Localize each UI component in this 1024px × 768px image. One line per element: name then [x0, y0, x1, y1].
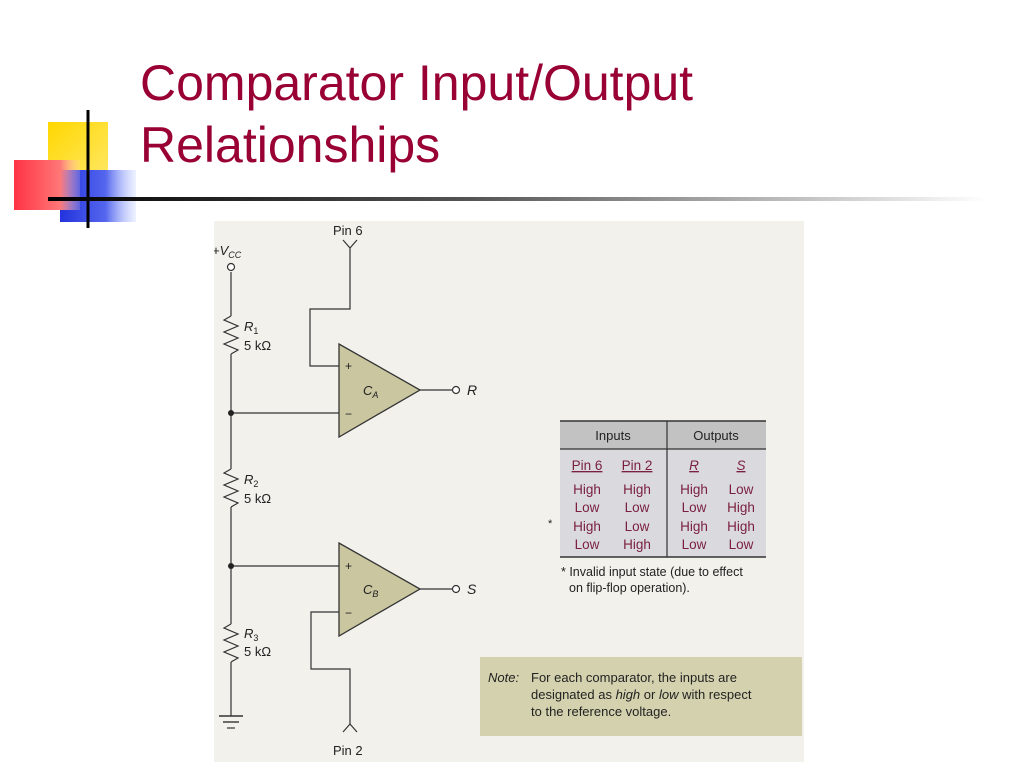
note-line2: designated as high or low with respect [531, 687, 752, 702]
output-s-terminal [451, 584, 461, 594]
table-cell: Low [729, 537, 754, 552]
table-cell: Low [682, 500, 707, 515]
table-footnote-line2: on flip-flop operation). [569, 581, 690, 595]
table-cell: Low [625, 519, 650, 534]
comparator-b-minus: − [345, 606, 352, 620]
r3-value: 5 kΩ [244, 644, 271, 659]
vcc-label: +VCC [214, 243, 242, 260]
comparator-b-plus: + [345, 559, 352, 573]
table-header-background [560, 421, 766, 449]
slide-title: Comparator Input/Output Relationships [140, 52, 693, 176]
resistor-r3 [222, 623, 240, 663]
table-footnote-line1: * Invalid input state (due to effect [561, 565, 743, 579]
r1-value: 5 kΩ [244, 338, 271, 353]
note-box: Note: For each comparator, the inputs ar… [480, 657, 802, 736]
resistor-r1 [222, 315, 240, 355]
table-header-inputs: Inputs [595, 428, 631, 443]
comparator-a [338, 342, 422, 439]
vcc-terminal [226, 262, 236, 272]
output-r-label: R [467, 382, 477, 398]
pin2-label: Pin 2 [333, 743, 363, 758]
table-cell: Low [682, 537, 707, 552]
table-col-pin6: Pin 6 [572, 458, 603, 473]
table-cell: Low [575, 500, 600, 515]
table-cell: Low [625, 500, 650, 515]
r2-label: R2 [244, 472, 258, 489]
table-col-r: R [689, 458, 699, 473]
table-cell: High [680, 482, 708, 497]
truth-table: Inputs Outputs Pin 6 Pin 2 R S High High… [548, 420, 766, 595]
table-col-s: S [736, 458, 745, 473]
table-col-pin2: Pin 2 [622, 458, 653, 473]
table-cell: Low [729, 482, 754, 497]
table-cell: High [680, 519, 708, 534]
junction-node-a [228, 410, 234, 416]
comparator-a-plus: + [345, 359, 352, 373]
comparator-a-minus: − [345, 407, 352, 421]
note-label: Note: [488, 670, 519, 685]
table-cell: Low [575, 537, 600, 552]
table-body-background [560, 449, 766, 557]
slide-title-line1: Comparator Input/Output [140, 55, 694, 111]
pin2-terminal [342, 723, 358, 733]
title-underline [48, 197, 988, 201]
note-line1: For each comparator, the inputs are [531, 670, 737, 685]
slide-title-line2: Relationships [140, 117, 441, 173]
table-cell: High [727, 500, 755, 515]
junction-node-b [228, 563, 234, 569]
table-cell: High [623, 537, 651, 552]
comparator-b [338, 541, 422, 638]
table-cell: High [727, 519, 755, 534]
table-cell: High [573, 519, 601, 534]
resistor-r2 [222, 468, 240, 508]
r3-label: R3 [244, 626, 258, 643]
comparator-b-label: CB [363, 582, 378, 599]
note-line3: to the reference voltage. [531, 704, 671, 719]
title-decoration [14, 110, 136, 228]
invalid-row-marker: * [548, 518, 553, 530]
table-cell: High [573, 482, 601, 497]
deco-red-square [14, 160, 80, 210]
r2-value: 5 kΩ [244, 491, 271, 506]
table-cell: High [623, 482, 651, 497]
output-r-terminal [451, 385, 461, 395]
r1-label: R1 [244, 319, 258, 336]
pin6-label: Pin 6 [333, 223, 363, 238]
pin6-terminal [342, 239, 358, 249]
output-s-label: S [467, 581, 477, 597]
note-background [480, 657, 802, 736]
comparator-a-label: CA [363, 383, 378, 400]
comparator-circuit-figure: Pin 6 Pin 2 +VCC R1 5 kΩ R2 5 kΩ R3 5 kΩ… [214, 221, 804, 762]
table-header-outputs: Outputs [693, 428, 739, 443]
